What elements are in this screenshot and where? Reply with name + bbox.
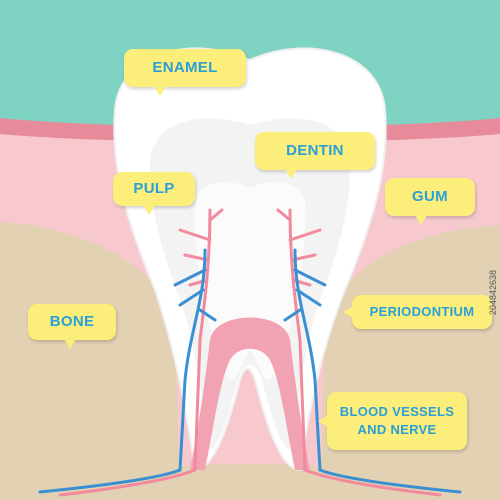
- nerve-pink: [58, 208, 442, 497]
- label-periodontium: PERIODONTIUM: [343, 295, 492, 329]
- nerve-blue: [38, 248, 462, 494]
- label-bone: BONE: [28, 304, 116, 349]
- label-dentin: DENTIN: [255, 132, 375, 179]
- root-canal-pink: [190, 317, 310, 470]
- label-dentin-text: DENTIN: [286, 141, 344, 159]
- label-gum-text: GUM: [412, 187, 448, 205]
- label-enamel: ENAMEL: [124, 49, 246, 96]
- label-blood-vessels-text: BLOOD VESSELS AND NERVE: [339, 404, 455, 437]
- label-periodontium-text: PERIODONTIUM: [369, 304, 475, 320]
- label-enamel-text: ENAMEL: [152, 58, 218, 76]
- label-blood-vessels-and-nerve: BLOOD VESSELS AND NERVE: [318, 392, 467, 450]
- label-pulp-text: PULP: [133, 179, 175, 197]
- stock-id-watermark: 204842638: [488, 270, 498, 316]
- label-bone-text: BONE: [49, 312, 95, 330]
- label-pulp: PULP: [113, 172, 195, 215]
- label-gum: GUM: [385, 178, 475, 225]
